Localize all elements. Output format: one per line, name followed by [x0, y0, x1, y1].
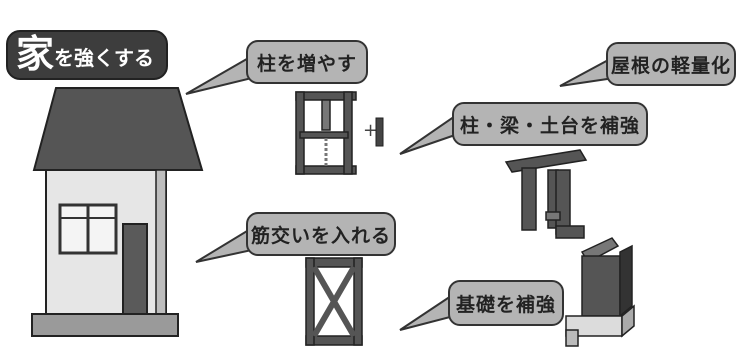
page-title: 家 を強くする: [6, 30, 169, 80]
svg-text:+: +: [363, 120, 378, 141]
pillar-frame-illustration: [295, 91, 357, 175]
house-foundation: [31, 313, 179, 337]
house-wall-side: [155, 169, 167, 317]
bubble-tail: [185, 54, 253, 95]
bubble-lighter-roof: 屋根の軽量化: [606, 42, 736, 86]
bubble-reinforce-frame: 柱・梁・土台を補強: [452, 102, 648, 146]
bubble-reinforce-foundation: 基礎を補強: [448, 280, 564, 326]
foundation-illustration: [565, 237, 635, 347]
bubble-more-pillars: 柱を増やす: [246, 40, 368, 84]
bubble-tail: [195, 226, 253, 263]
house-roof: [32, 87, 204, 171]
braced-frame-illustration: [305, 257, 363, 346]
house-door: [122, 223, 148, 317]
title-main: 家: [16, 32, 55, 76]
bubble-tail: [399, 112, 459, 155]
house-illustration: [31, 87, 204, 337]
bubble-tail: [399, 292, 455, 331]
beam-joint-illustration: [504, 149, 588, 239]
bubble-bracing: 筋交いを入れる: [246, 212, 396, 256]
plus-pillar-icon: +: [363, 117, 384, 147]
title-rest: を強くする: [54, 46, 155, 70]
